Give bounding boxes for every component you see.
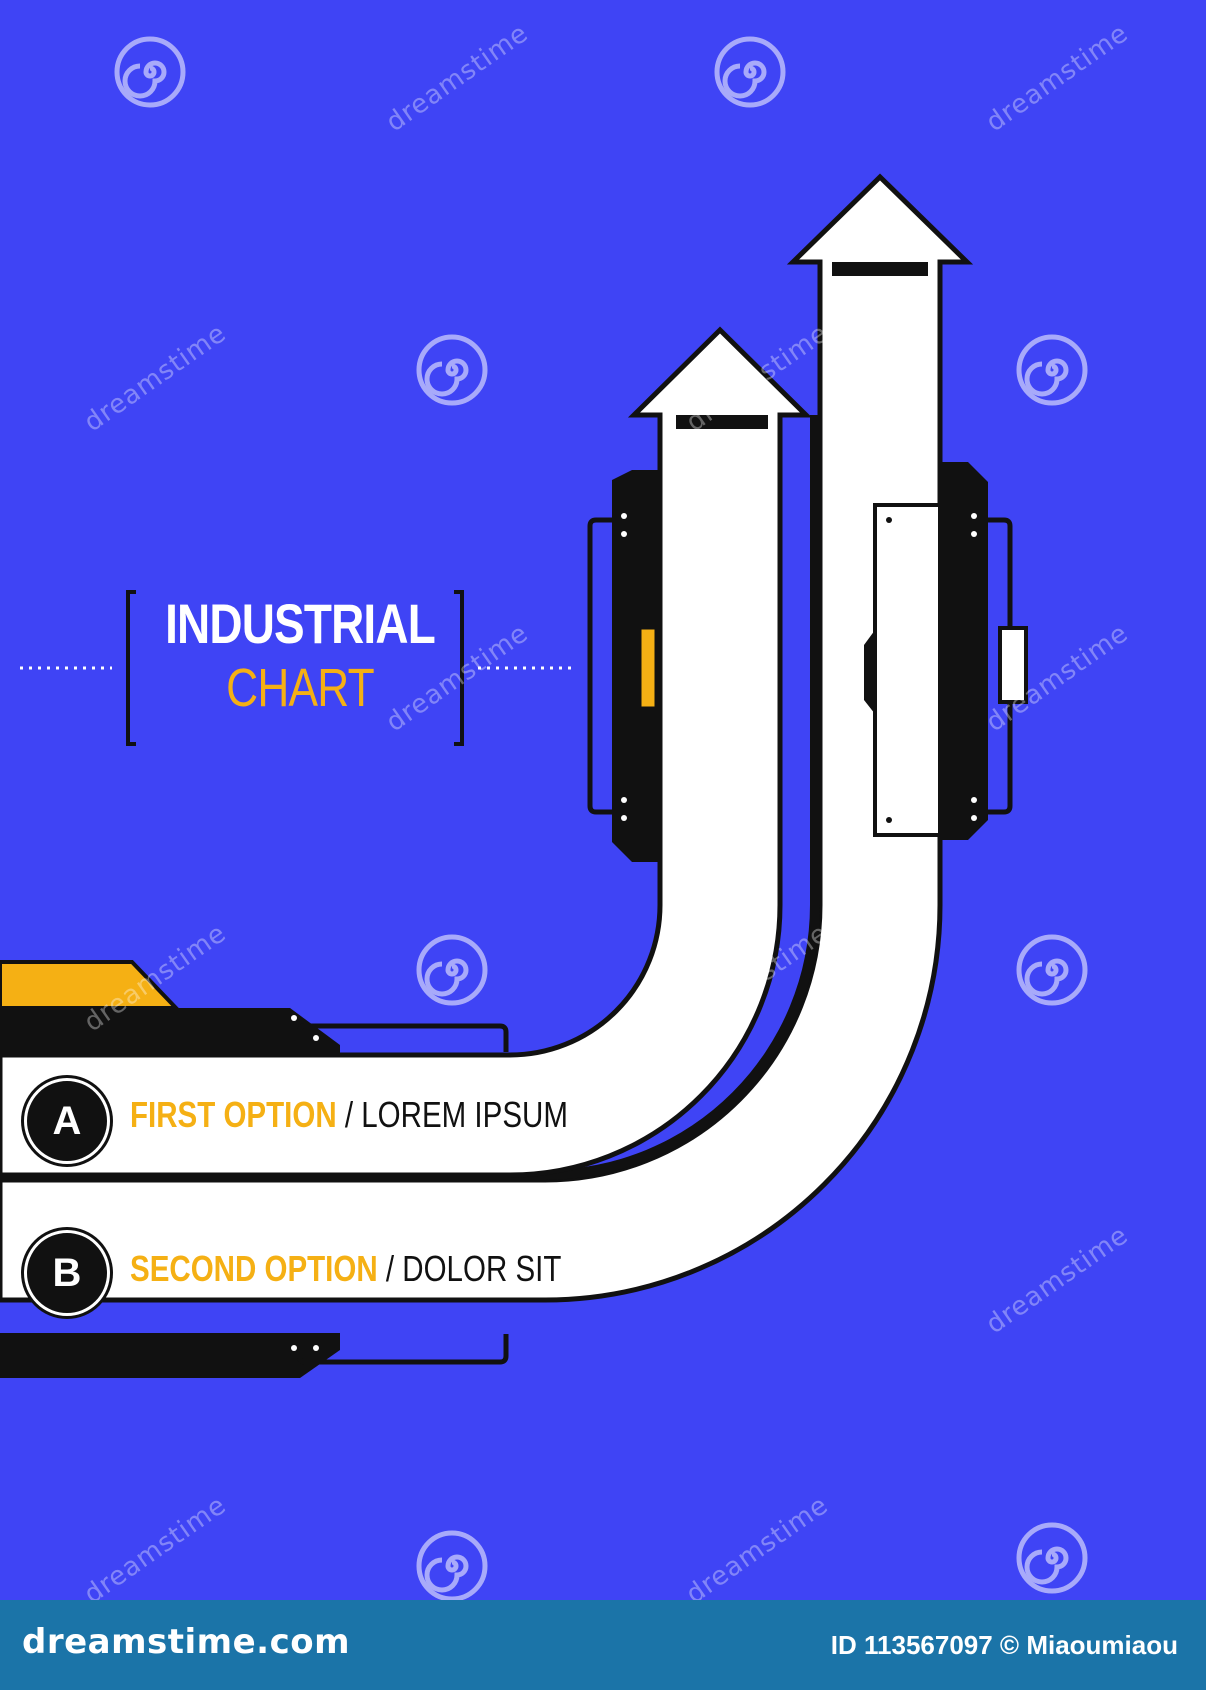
panel-dot-top — [886, 517, 892, 523]
option-b-label: SECOND OPTION / DOLOR SIT — [130, 1248, 561, 1290]
option-a-separator: / — [336, 1094, 362, 1135]
bolt-4 — [621, 815, 627, 821]
top-handle — [297, 1023, 509, 1052]
option-b-badge: B — [24, 1230, 110, 1316]
option-b-name: SECOND OPTION — [130, 1248, 378, 1289]
title-bracket-right — [454, 590, 464, 746]
footer-credit: ID 113567097 © Miaoumiaou — [830, 1630, 1178, 1660]
footer-bar: dreamstime.com ID 113567097 © Miaoumiaou — [0, 1600, 1206, 1690]
swirl-logo-icon — [712, 34, 788, 110]
bolt-11 — [291, 1345, 297, 1351]
left-yellow-indicator — [638, 626, 658, 710]
option-a-description: LOREM IPSUM — [361, 1094, 568, 1135]
bottom-black-base — [0, 1333, 340, 1378]
big-arrow-panel-notch — [864, 630, 875, 714]
title-line-1: INDUSTRIAL — [165, 592, 436, 655]
bolt-1 — [621, 513, 627, 519]
bottom-handle — [297, 1334, 509, 1365]
bolt-12 — [313, 1345, 319, 1351]
bolt-6 — [971, 531, 977, 537]
big-arrow-marker — [832, 262, 928, 276]
bolt-7 — [971, 797, 977, 803]
bolt-10 — [313, 1035, 319, 1041]
bolt-8 — [971, 815, 977, 821]
option-a-label: FIRST OPTION / LOREM IPSUM — [130, 1094, 568, 1136]
chart-title: INDUSTRIAL CHART — [130, 592, 470, 720]
industrial-chart-illustration — [0, 173, 1028, 1378]
small-arrow-marker — [676, 415, 768, 429]
big-arrow-panel — [873, 503, 942, 837]
top-black-base — [0, 1008, 340, 1055]
option-b-description: DOLOR SIT — [402, 1248, 562, 1289]
right-white-indicator — [998, 626, 1028, 704]
title-line-2: CHART — [226, 658, 374, 718]
swirl-logo-icon — [1014, 932, 1090, 1008]
title-bracket-left — [126, 590, 136, 746]
bolt-9 — [291, 1015, 297, 1021]
bolt-3 — [621, 797, 627, 803]
swirl-logo-icon — [414, 332, 490, 408]
left-handle — [587, 517, 620, 815]
left-machine-block — [612, 470, 660, 862]
option-a-name: FIRST OPTION — [130, 1094, 337, 1135]
panel-dot-bottom — [886, 817, 892, 823]
option-a-badge: A — [24, 1078, 110, 1164]
swirl-logo-icon — [1014, 1520, 1090, 1596]
footer-brand: dreamstime.com — [22, 1622, 351, 1662]
right-machine-block — [940, 462, 988, 840]
swirl-logo-icon — [414, 932, 490, 1008]
swirl-logo-icon — [414, 1528, 490, 1604]
option-b-separator: / — [377, 1248, 403, 1289]
swirl-logo-icon — [112, 34, 188, 110]
swirl-logo-icon — [1014, 332, 1090, 408]
bolt-2 — [621, 531, 627, 537]
bolt-5 — [971, 513, 977, 519]
